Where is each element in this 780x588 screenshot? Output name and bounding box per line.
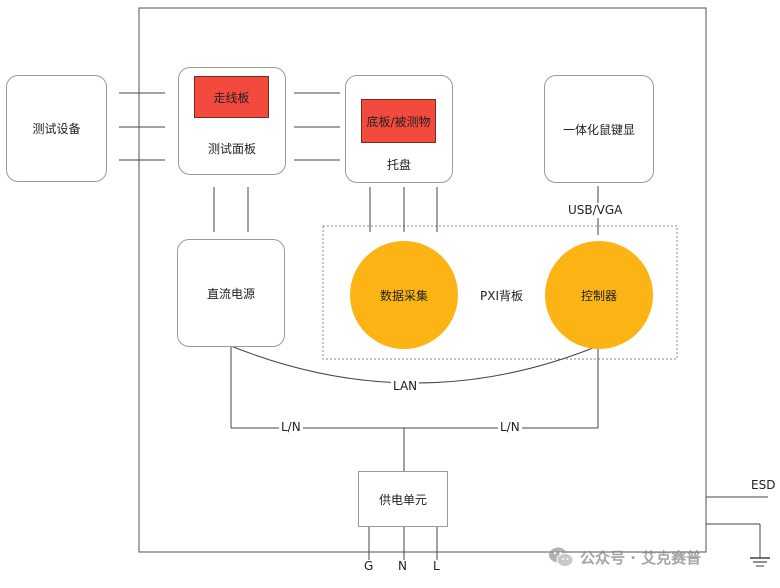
kvm-label: 一体化鼠键显 bbox=[562, 122, 635, 137]
controller-node: 控制器 bbox=[545, 241, 653, 349]
kvm-box: 一体化鼠键显 bbox=[544, 75, 654, 183]
dc-power-box: 直流电源 bbox=[177, 239, 285, 347]
watermark-text: 公众号 · 艾克赛普 bbox=[580, 548, 702, 567]
l-terminal-label: L bbox=[433, 559, 440, 573]
enclosure-frame bbox=[138, 7, 707, 553]
data-acquisition-label: 数据采集 bbox=[379, 288, 428, 303]
wechat-icon bbox=[549, 547, 574, 567]
test-panel-label: 测试面板 bbox=[207, 142, 256, 156]
ln-left-label: L/N bbox=[279, 420, 303, 434]
n-terminal-label: N bbox=[398, 559, 407, 573]
esd-label: ESD bbox=[751, 478, 776, 492]
fixture-dut-label: 底板/被测物 bbox=[366, 114, 431, 129]
test-equipment-label: 测试设备 bbox=[32, 122, 81, 136]
ln-right-label: L/N bbox=[498, 420, 522, 434]
pxi-backplane-label: PXI背板 bbox=[480, 289, 523, 303]
wiring-board-block: 走线板 bbox=[194, 76, 269, 118]
g-terminal-label: G bbox=[364, 559, 374, 573]
usb-vga-label: USB/VGA bbox=[566, 203, 625, 217]
power-unit-label: 供电单元 bbox=[378, 492, 427, 507]
lan-label: LAN bbox=[391, 379, 420, 393]
power-unit-box: 供电单元 bbox=[358, 471, 448, 527]
controller-label: 控制器 bbox=[580, 288, 617, 303]
watermark: 公众号 · 艾克赛普 bbox=[548, 546, 701, 568]
data-acquisition-node: 数据采集 bbox=[350, 241, 458, 349]
wiring-board-label: 走线板 bbox=[213, 90, 250, 105]
test-equipment-box: 测试设备 bbox=[6, 75, 107, 182]
tray-label: 托盘 bbox=[386, 158, 411, 172]
dc-power-label: 直流电源 bbox=[206, 286, 255, 301]
fixture-dut-block: 底板/被测物 bbox=[361, 99, 436, 143]
pxi-region bbox=[322, 225, 678, 360]
